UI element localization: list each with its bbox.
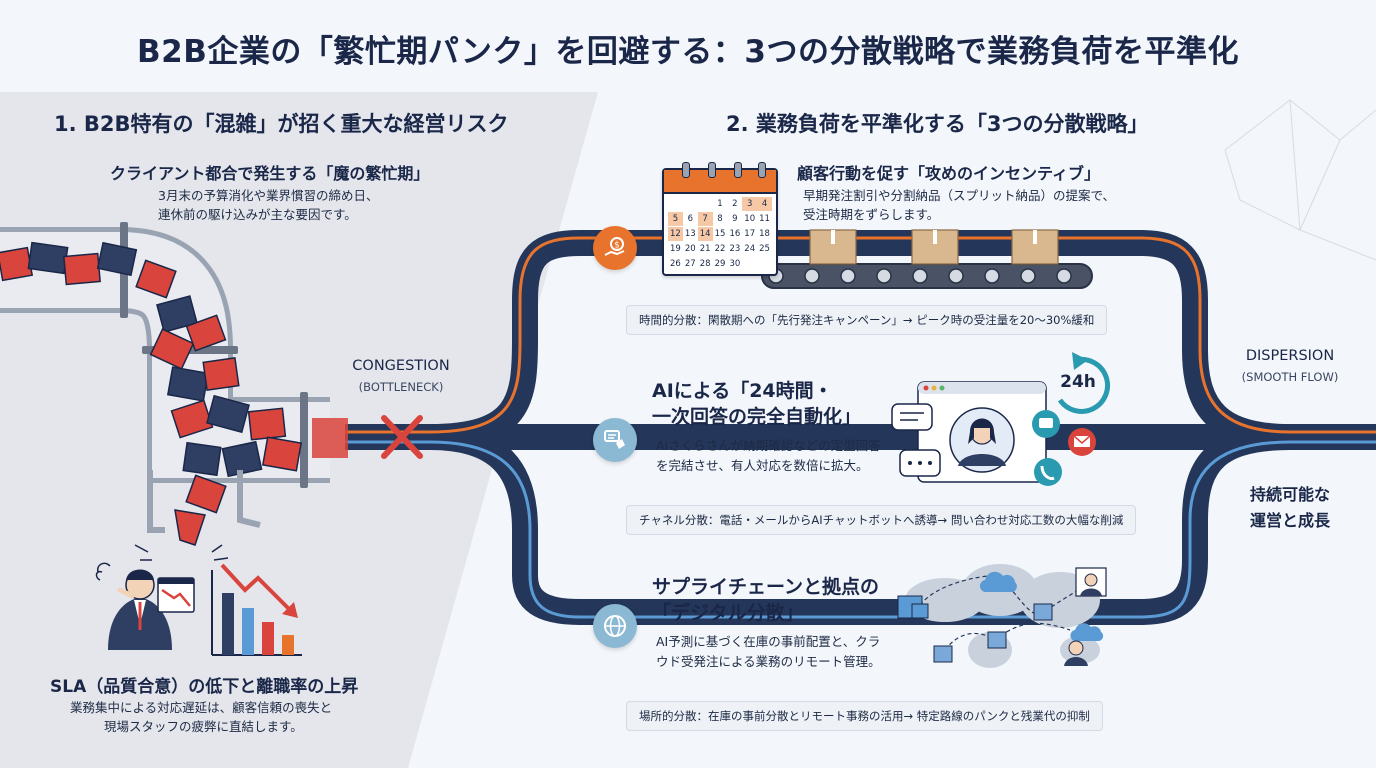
- calendar-day: 28: [699, 259, 711, 269]
- congestion-label: CONGESTION: [352, 358, 450, 374]
- strategy2-heading-line1: AIによる「24時間・: [652, 380, 833, 402]
- strategy2-text-line1: AIさくらさんが納期確認などの定型回答: [656, 438, 881, 453]
- declining-bar-chart-icon: [211, 563, 302, 656]
- chat-bubble-icons: [891, 403, 941, 477]
- calendar-day: 1: [717, 199, 723, 209]
- calendar-day: 11: [759, 214, 770, 224]
- blocked-x-icon: [381, 415, 423, 459]
- calendar-day: 22: [714, 244, 726, 254]
- contact-channel-icons: [1032, 410, 1096, 486]
- calendar-day: [668, 197, 683, 211]
- cause-heading: クライアント都合で発生する「魔の繁忙期」: [110, 164, 430, 183]
- calendar-day: 15: [714, 229, 726, 239]
- ai-chat-icon: [593, 418, 637, 462]
- risk-text-line2: 現場スタッフの疲弊に直結します。: [104, 719, 303, 734]
- outcome-line1: 持続可能な: [1249, 485, 1330, 504]
- strategy1-text-line1: 早期発注割引や分割納品（スプリット納品）の提案で、: [803, 188, 1116, 203]
- flow-line-orange: [345, 236, 1376, 434]
- calendar-day: 23: [729, 244, 741, 254]
- calendar-day: 29: [714, 259, 726, 269]
- crack-lines: [134, 544, 229, 561]
- section2-title: 2. 業務負荷を平準化する「3つの分散戦略」: [726, 112, 1149, 136]
- strategy3-callout: 場所的分散：在庫の事前分散とリモート事務の活用→ 特定路線のパンクと残業代の抑制: [626, 701, 1103, 731]
- strategy3-text-line1: AI予測に基づく在庫の事前配置と、クラ: [656, 634, 881, 649]
- cause-text-line1: 3月末の予算消化や業界慣習の締め日、: [158, 188, 379, 203]
- calendar-day: 27: [684, 259, 696, 269]
- world-map-network: [897, 564, 1107, 668]
- calendar-day: 14: [697, 227, 713, 241]
- strategy2-heading-line2: 一次回答の完全自動化」: [652, 406, 862, 428]
- calendar-day: 12: [668, 227, 683, 241]
- calendar-day: 4: [757, 197, 772, 211]
- flow-line-blue: [345, 440, 1376, 619]
- risk-heading: SLA（品質合意）の低下と離職率の上昇: [50, 677, 359, 697]
- calendar-day: 7: [697, 212, 713, 226]
- strategy3-heading-line1: サプライチェーンと拠点の: [652, 576, 880, 598]
- calendar-day: [757, 257, 772, 271]
- strategy1-heading: 顧客行動を促す「攻めのインセンティブ」: [797, 164, 1101, 183]
- strategy1-callout: 時間的分散：閑散期への「先行発注キャンペーン」→ ピーク時の受注量を20〜30%…: [626, 305, 1108, 335]
- clock-24h-icon: [1057, 352, 1111, 414]
- incentive-coin-hand-icon: $: [593, 226, 637, 270]
- calendar-day: 24: [744, 244, 756, 254]
- calendar-day: 10: [744, 214, 756, 224]
- congestion-sub-label: (BOTTLENECK): [358, 380, 444, 394]
- calendar-day: [698, 197, 713, 211]
- badge-24h: 24h: [1060, 372, 1096, 392]
- strategy3-text-line2: ウド受発注による業務のリモート管理。: [656, 654, 881, 669]
- cause-text-line2: 連休前の駆け込みが主な要因です。: [158, 207, 357, 222]
- strategy2-callout: チャネル分散：電話・メールからAIチャットボットへ誘導→ 問い合わせ対応工数の大…: [626, 505, 1137, 535]
- main-title: B2B企業の「繁忙期パンク」を回避する：3つの分散戦略で業務負荷を平準化: [137, 34, 1239, 70]
- calendar-day: 25: [759, 244, 770, 254]
- calendar-day: 30: [729, 259, 741, 269]
- svg-text:$: $: [614, 241, 620, 251]
- conveyor-belt: [761, 263, 1093, 289]
- ai-operator-illustration: [917, 381, 1047, 483]
- section1-title: 1. B2B特有の「混雑」が招く重大な経営リスク: [54, 112, 509, 136]
- congested-pipe: [0, 222, 348, 546]
- parcel-icons: [809, 229, 1059, 265]
- network-decoration: [1224, 99, 1376, 261]
- calendar-day: 26: [670, 259, 681, 269]
- dispersion-label: DISPERSION: [1245, 348, 1335, 364]
- calendar-day: 13: [684, 229, 696, 239]
- calendar-day: 5: [668, 212, 683, 226]
- down-chart-window-icon: [157, 577, 195, 613]
- calendar-day: 17: [744, 229, 756, 239]
- calendar-day: [683, 197, 698, 211]
- strategy2-text-line2: を完結させ、有人対応を数倍に拡大。: [656, 458, 869, 473]
- calendar-day: 16: [729, 229, 741, 239]
- risk-text-line1: 業務集中による対応遅延は、顧客信頼の喪失と: [70, 700, 333, 715]
- calendar-day: 6: [687, 214, 693, 224]
- calendar-day: 3: [742, 197, 758, 211]
- calendar-day: 20: [684, 244, 696, 254]
- calendar-day: 19: [670, 244, 681, 254]
- calendar-day: 9: [732, 214, 738, 224]
- calendar-day: [742, 257, 757, 271]
- strategy1-text-line2: 受注時期をずらします。: [803, 207, 940, 222]
- calendar-day: 8: [717, 214, 723, 224]
- calendar-day: 18: [759, 229, 770, 239]
- dispersion-sub-label: (SMOOTH FLOW): [1241, 370, 1339, 384]
- calendar-day: 21: [699, 244, 711, 254]
- stressed-worker-icon: [95, 562, 172, 650]
- strategy3-heading-line2: 「デジタル分散」: [652, 602, 804, 624]
- calendar-day: 2: [732, 199, 738, 209]
- outcome-line2: 運営と成長: [1249, 511, 1330, 530]
- globe-icon: [593, 604, 637, 648]
